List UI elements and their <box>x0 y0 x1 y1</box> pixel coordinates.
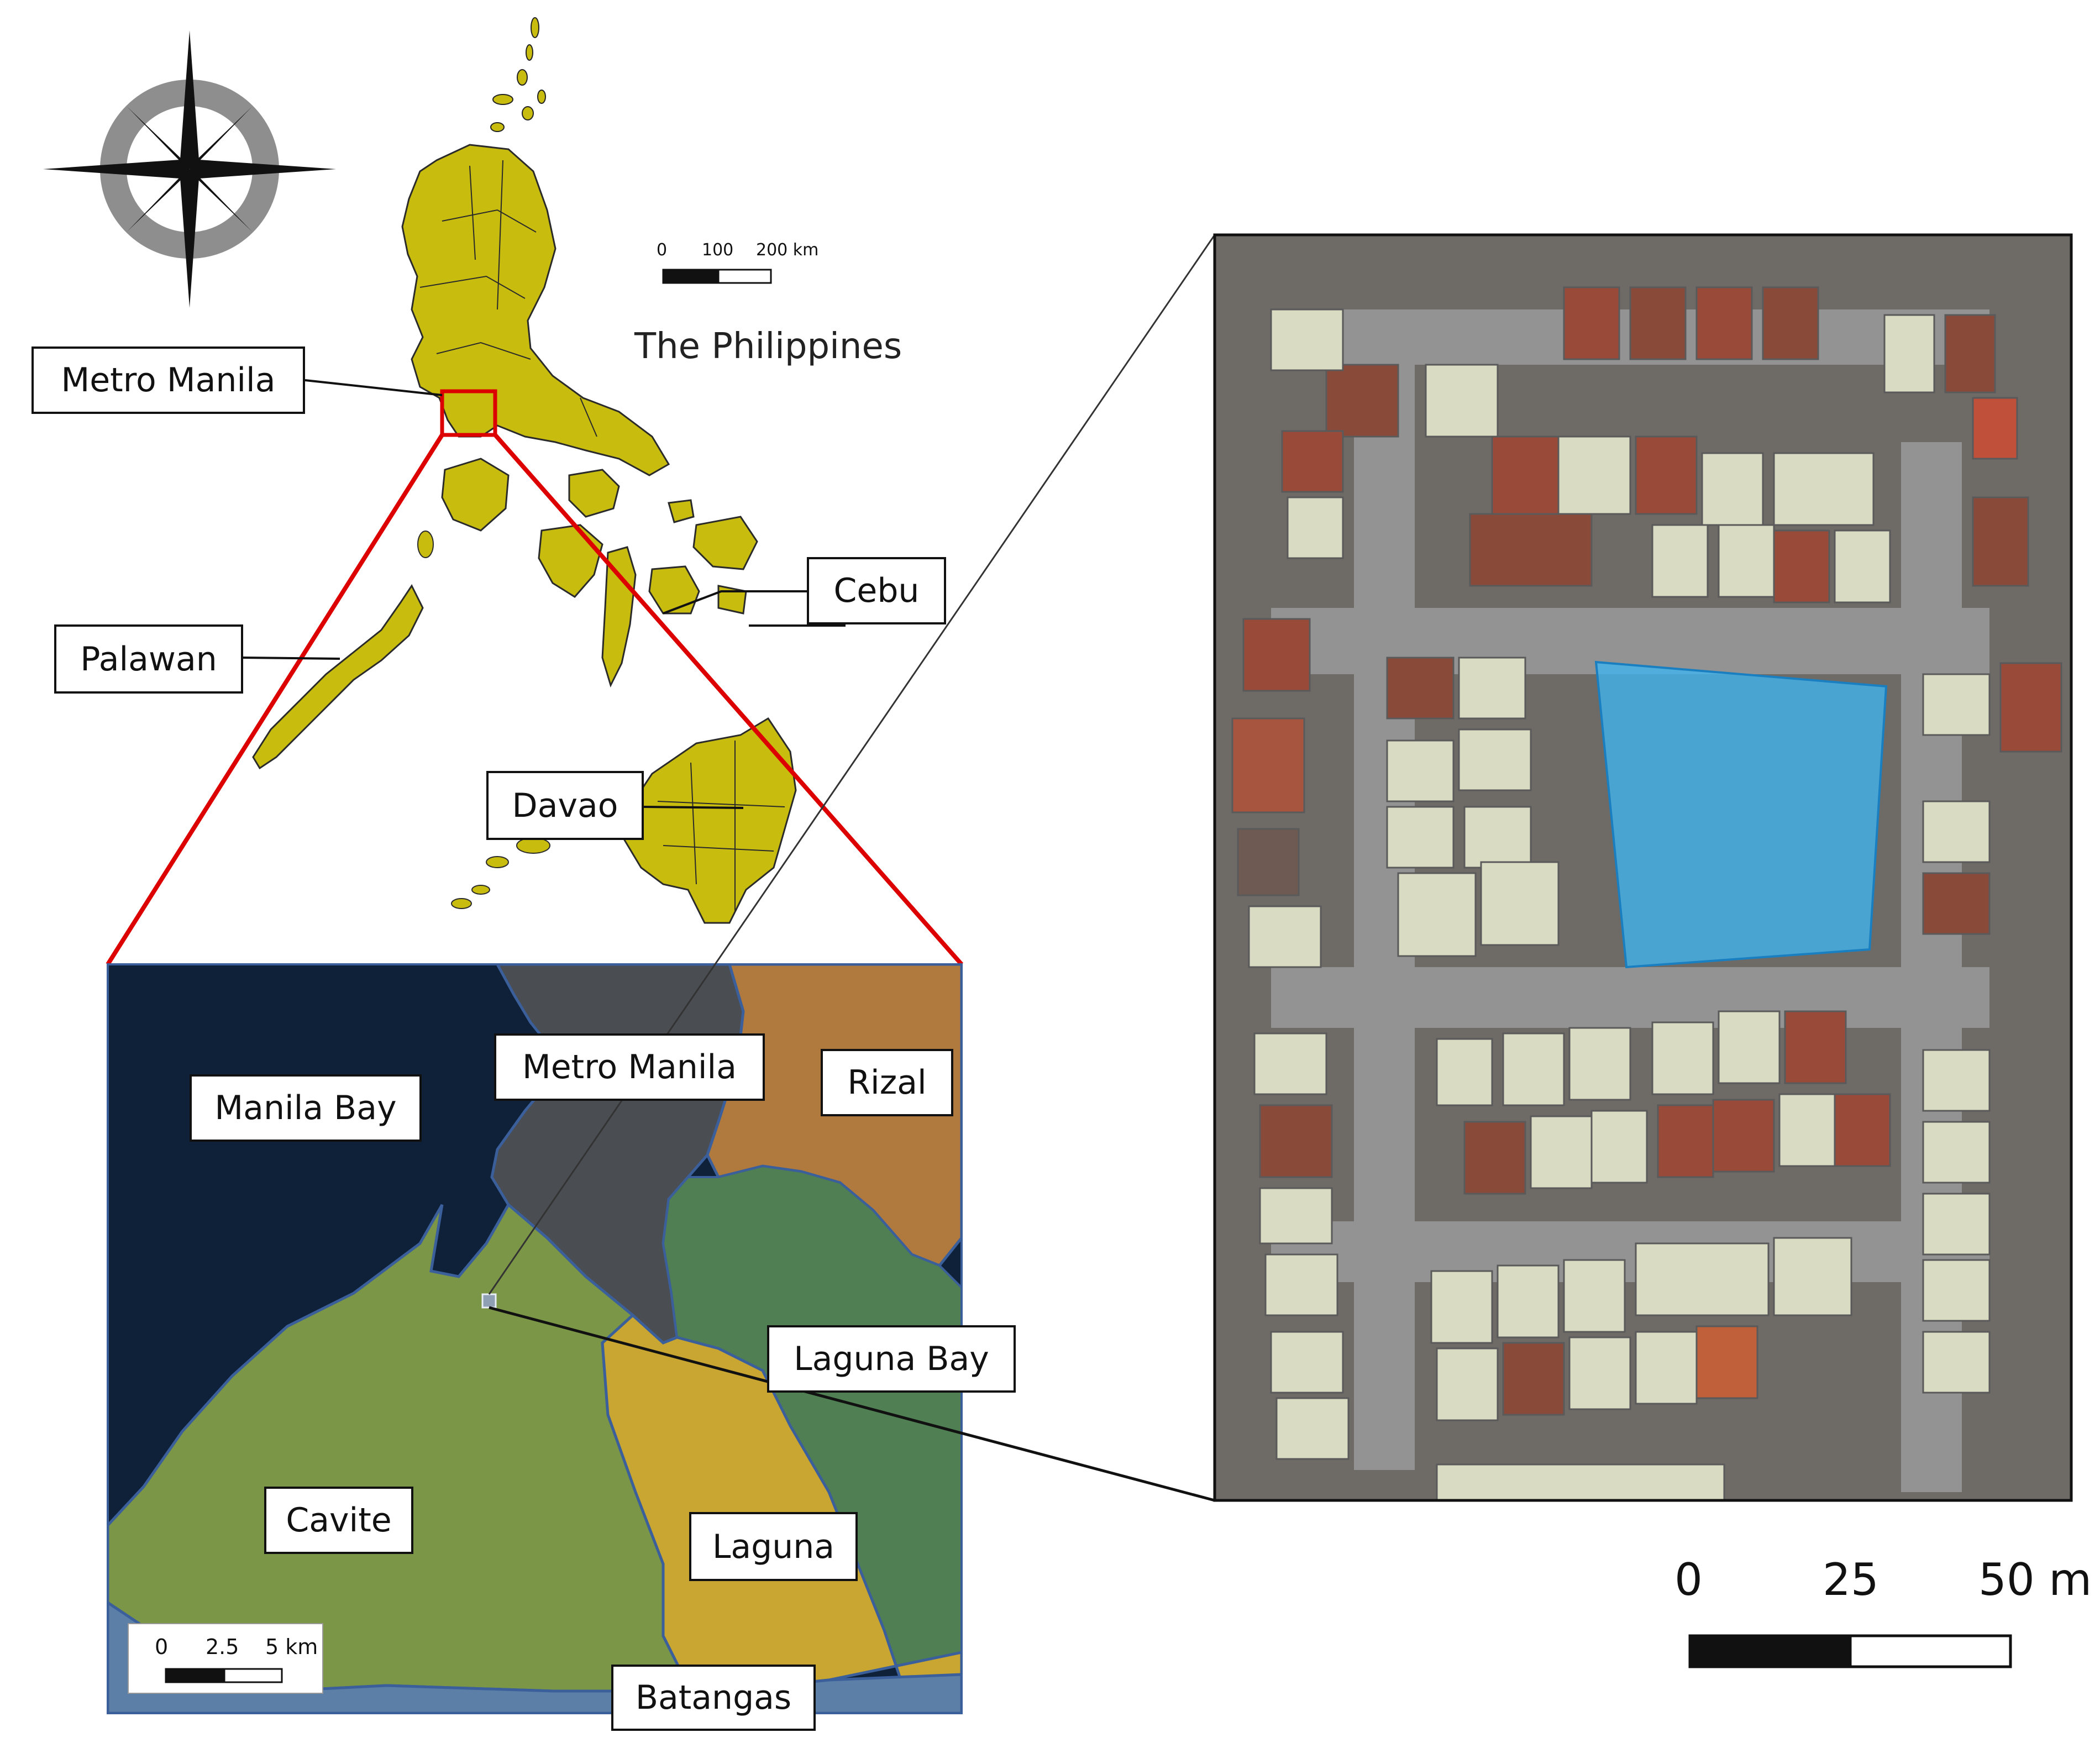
callout-davao: Davao <box>486 771 644 840</box>
site-aerial-map <box>1215 235 2071 1500</box>
philippines-map <box>106 17 964 966</box>
country-title: The Philippines <box>634 326 902 367</box>
callout-cebu: Cebu <box>807 557 946 624</box>
label-rizal: Rizal <box>821 1049 953 1116</box>
regional-scale-black <box>165 1668 225 1683</box>
site-scale-bar <box>1688 1634 2012 1668</box>
mindoro-island <box>441 458 510 532</box>
province-borders <box>419 160 785 912</box>
regional-scale-tick-5: 5 km <box>265 1635 318 1659</box>
label-batangas: Batangas <box>611 1665 816 1731</box>
label-cavite: Cavite <box>264 1487 413 1554</box>
site-leader-line-upper <box>488 234 1216 1295</box>
site-buildings <box>1231 286 2062 1500</box>
study-site-polygon[interactable] <box>1594 660 1888 969</box>
study-site-marker <box>481 1293 497 1309</box>
callout-line-palawan <box>243 657 340 660</box>
callout-line-davao <box>643 806 744 809</box>
country-scale-tick-100: 100 <box>702 240 734 260</box>
compass-rose-icon <box>43 30 336 308</box>
mindanao-island <box>623 717 797 924</box>
zoom-line-left <box>106 433 444 966</box>
label-manila-bay: Manila Bay <box>190 1074 422 1142</box>
visayas-islands <box>538 469 758 688</box>
palawan-island <box>252 584 424 770</box>
calamian-islets <box>417 531 434 558</box>
callout-palawan: Palawan <box>54 624 243 694</box>
callout-line-cebu <box>663 590 807 615</box>
regional-map <box>108 964 962 1713</box>
regional-scale-tick-0: 0 <box>155 1635 169 1659</box>
site-leader-line-lower <box>489 1306 1215 1502</box>
label-metro-manila-regional: Metro Manila <box>494 1033 765 1101</box>
site-scale-tick-50: 50 m <box>1978 1554 2092 1605</box>
site-scale-tick-25: 25 <box>1823 1554 1879 1605</box>
site-scale-tick-0: 0 <box>1674 1554 1703 1605</box>
regional-scale-white <box>223 1668 283 1683</box>
country-scale-tick-200: 200 km <box>756 240 819 260</box>
label-laguna: Laguna <box>689 1512 858 1581</box>
callout-line-metro-manila <box>305 379 443 396</box>
callout-metro-manila: Metro Manila <box>32 347 305 414</box>
country-scale-bar <box>662 269 772 284</box>
label-laguna-bay: Laguna Bay <box>767 1325 1016 1393</box>
regional-scale-tick-2-5: 2.5 <box>206 1635 239 1659</box>
northern-islets <box>490 17 546 132</box>
country-scale-tick-0: 0 <box>657 240 668 260</box>
zoom-line-right <box>493 433 964 966</box>
site-map-frame <box>1213 233 2073 1502</box>
metro-manila-highlight-box <box>440 389 497 437</box>
